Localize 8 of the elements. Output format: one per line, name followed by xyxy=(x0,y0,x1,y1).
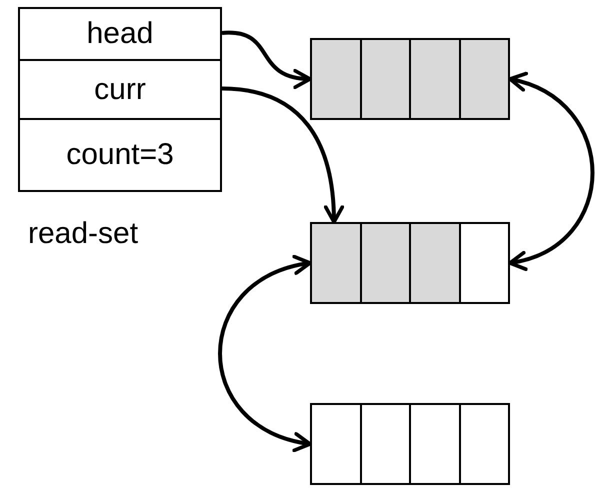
struct-label: read-set xyxy=(28,219,138,249)
array-box xyxy=(310,38,510,120)
arrow xyxy=(508,73,594,270)
arrow xyxy=(222,86,344,224)
array-box xyxy=(310,403,510,485)
arrow xyxy=(218,256,312,451)
arrow xyxy=(222,30,312,88)
array-box xyxy=(310,222,510,304)
